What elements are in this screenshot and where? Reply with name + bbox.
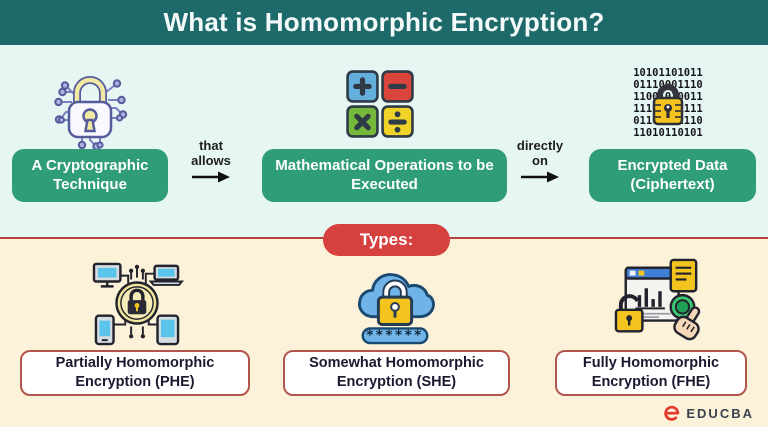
type-box-phe: Partially Homomorphic Encryption (PHE) — [20, 350, 250, 396]
type-box-fhe: Fully Homomorphic Encryption (FHE) — [555, 350, 747, 396]
educba-logo-icon — [664, 405, 680, 421]
step-label: Mathematical Operations to be Executed — [275, 156, 494, 193]
type-box-she: Somewhat Homomorphic Encryption (SHE) — [283, 350, 510, 396]
step-box-cryptographic-technique: A Cryptographic Technique — [12, 149, 168, 202]
brand-logo: EDUCBA — [663, 404, 754, 422]
types-section: ****** — [0, 239, 768, 427]
step-box-encrypted-data: Encrypted Data (Ciphertext) — [589, 149, 756, 202]
connector-label: that allows — [191, 138, 231, 168]
step-label: A Cryptographic Technique — [31, 156, 149, 193]
connector-directly-on: directly on — [511, 138, 569, 183]
math-operations-icon — [346, 70, 414, 138]
binary-row: 10101101011 — [633, 67, 703, 79]
step-box-mathematical-operations: Mathematical Operations to be Executed — [262, 149, 507, 202]
type-label: Fully Homomorphic Encryption (FHE) — [582, 355, 720, 390]
type-label: Partially Homomorphic Encryption (PHE) — [55, 355, 215, 390]
network-lock-icon — [92, 262, 185, 346]
definition-section: A Cryptographic Technique that allows — [0, 45, 768, 238]
binary-row: 11010110101 — [633, 127, 703, 139]
step-label: Encrypted Data (Ciphertext) — [617, 156, 728, 193]
right-arrow-icon — [521, 171, 559, 183]
secure-browsing-icon — [614, 258, 701, 341]
connector-that-allows: that allows — [183, 138, 239, 183]
right-arrow-icon — [192, 171, 230, 183]
password-mask-text: ****** — [366, 328, 424, 344]
cloud-lock-icon: ****** — [357, 273, 435, 345]
binary-lock-icon: 10101101011 01110001110 11001010011 1110… — [633, 67, 703, 139]
types-heading-pill: Types: — [323, 224, 450, 256]
header-bar: What is Homomorphic Encryption? — [0, 0, 768, 45]
brand-name: EDUCBA — [686, 405, 754, 421]
page-title: What is Homomorphic Encryption? — [163, 7, 605, 37]
connector-label: directly on — [516, 138, 564, 168]
type-label: Somewhat Homomorphic Encryption (SHE) — [309, 355, 484, 390]
circuit-lock-icon — [54, 76, 128, 150]
types-heading: Types: — [359, 230, 414, 249]
